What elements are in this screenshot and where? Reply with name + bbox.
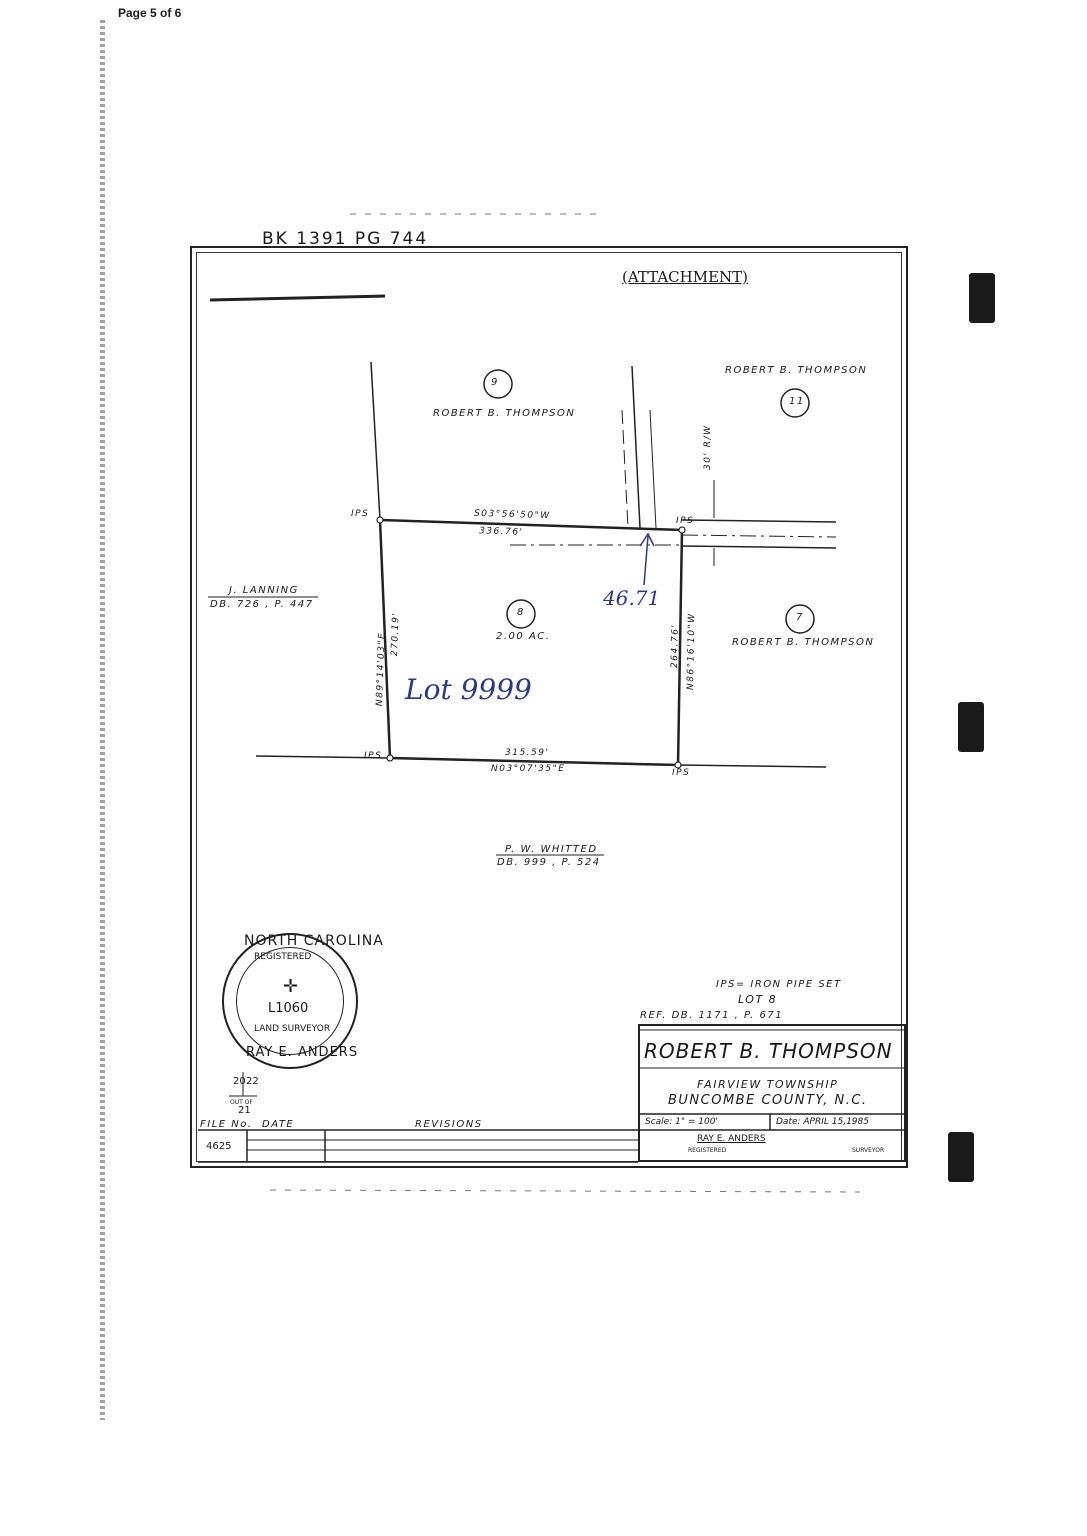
lot-8-boundary [378, 518, 684, 767]
page-number: Page 5 of 6 [118, 6, 182, 20]
book-page-reference: BK 1391 PG 744 [262, 229, 429, 249]
corner-label: IPS [351, 509, 370, 519]
handwritten-arrow-head [639, 532, 655, 547]
lot-8-circle [506, 599, 536, 629]
lot-7-number: 7 [796, 612, 804, 623]
corner-pin [678, 526, 686, 534]
road-line [681, 545, 837, 549]
handwritten-measure-note: 46.71 [603, 586, 661, 610]
lot-7-circle [785, 604, 815, 634]
scan-edge [100, 20, 105, 1420]
title-date: Date: APRIL 15,1985 [776, 1117, 869, 1127]
title-registered-right: SURVEYOR [852, 1147, 885, 1154]
south-line-extension-west [255, 755, 391, 759]
legend-lot: LOT 8 [738, 993, 778, 1006]
north-length: 336.76' [478, 526, 524, 538]
title-owner: ROBERT B. THOMPSON [644, 1039, 893, 1063]
title-township: FAIRVIEW TOWNSHIP [697, 1078, 839, 1091]
corner-label: IPS [364, 751, 383, 761]
redaction-mark [969, 273, 995, 323]
revisions-label: REVISIONS [415, 1119, 483, 1130]
surveyor-seal-inner-ring [236, 947, 344, 1055]
legend-reference: REF. DB. 1171 , P. 671 [640, 1010, 784, 1021]
road-centerline [621, 409, 629, 529]
scan-artifact [269, 1189, 861, 1193]
west-owner: J. LANNING [229, 585, 299, 596]
seal-middle: LAND SURVEYOR [254, 1024, 331, 1034]
west-deed: DB. 726 , P. 447 [210, 599, 314, 610]
south-deed: DB. 999 , P. 524 [497, 857, 601, 868]
title-surveyor: RAY E. ANDERS [697, 1134, 766, 1144]
right-of-way-label: 30' R/W [703, 424, 713, 470]
stamp-value: 20 [233, 1076, 246, 1087]
surveyor-seal [222, 933, 358, 1069]
lot-9-circle [483, 369, 513, 399]
lot-8-number: 8 [517, 607, 525, 618]
attachment-label: (ATTACHMENT) [622, 268, 749, 286]
title-scale: Scale: 1" = 100' [645, 1117, 718, 1127]
south-length: 315.59' [505, 748, 550, 758]
seal-top-text: NORTH CAROLINA [244, 933, 384, 949]
corner-pin [674, 761, 682, 769]
corner-pin [386, 754, 394, 762]
road-centerline [681, 534, 837, 538]
corner-label: IPS [676, 516, 695, 526]
redaction-mark [948, 1132, 974, 1182]
legend-ips: IPS= IRON PIPE SET [716, 979, 842, 990]
plat-border [190, 246, 908, 1168]
lot-9-number: 9 [491, 377, 499, 388]
stamp-value: 21 [238, 1105, 251, 1116]
handwritten-arrow [643, 535, 649, 586]
west-length: 270.19' [390, 611, 402, 657]
south-bearing: N03°07'35"E [491, 764, 566, 774]
road-line [631, 365, 641, 529]
west-line-extension [370, 361, 381, 521]
east-bearing: N86°16'10"W [686, 612, 698, 691]
lot-9-owner: ROBERT B. THOMPSON [433, 408, 576, 419]
stamp-value: 22 [246, 1076, 259, 1087]
road-line [649, 409, 657, 529]
cross-icon: ✛ [283, 976, 299, 997]
title-registered-left: REGISTERED [688, 1147, 727, 1154]
redaction-mark [958, 702, 984, 752]
seal-license: L1060 [268, 1001, 309, 1016]
road-line [681, 519, 837, 523]
east-length: 264.76' [670, 623, 681, 669]
date-label: DATE [262, 1119, 295, 1130]
title-block [638, 1024, 906, 1162]
title-county: BUNCOMBE COUNTY, N.C. [668, 1093, 868, 1108]
lot-11-number: 11 [789, 396, 805, 407]
north-arrow-line [209, 294, 386, 302]
corner-label: IPS [672, 768, 691, 778]
file-number-label: FILE No. [200, 1119, 253, 1130]
south-owner: P. W. WHITTED [505, 844, 598, 855]
handwritten-lot-note: Lot 9999 [405, 673, 532, 706]
stamp-text: OUT OF [230, 1099, 253, 1106]
file-number: 4625 [206, 1141, 232, 1152]
seal-bottom-text: RAY E. ANDERS [246, 1045, 359, 1060]
corner-pin [376, 516, 384, 524]
lot-11-circle [780, 388, 810, 418]
lot-8-area: 2.00 AC. [496, 631, 551, 642]
lot-11-owner: ROBERT B. THOMPSON [725, 365, 868, 376]
south-line-extension-east [677, 764, 827, 768]
lot-7-owner: ROBERT B. THOMPSON [732, 637, 875, 648]
seal-registered: REGISTERED [254, 952, 312, 962]
